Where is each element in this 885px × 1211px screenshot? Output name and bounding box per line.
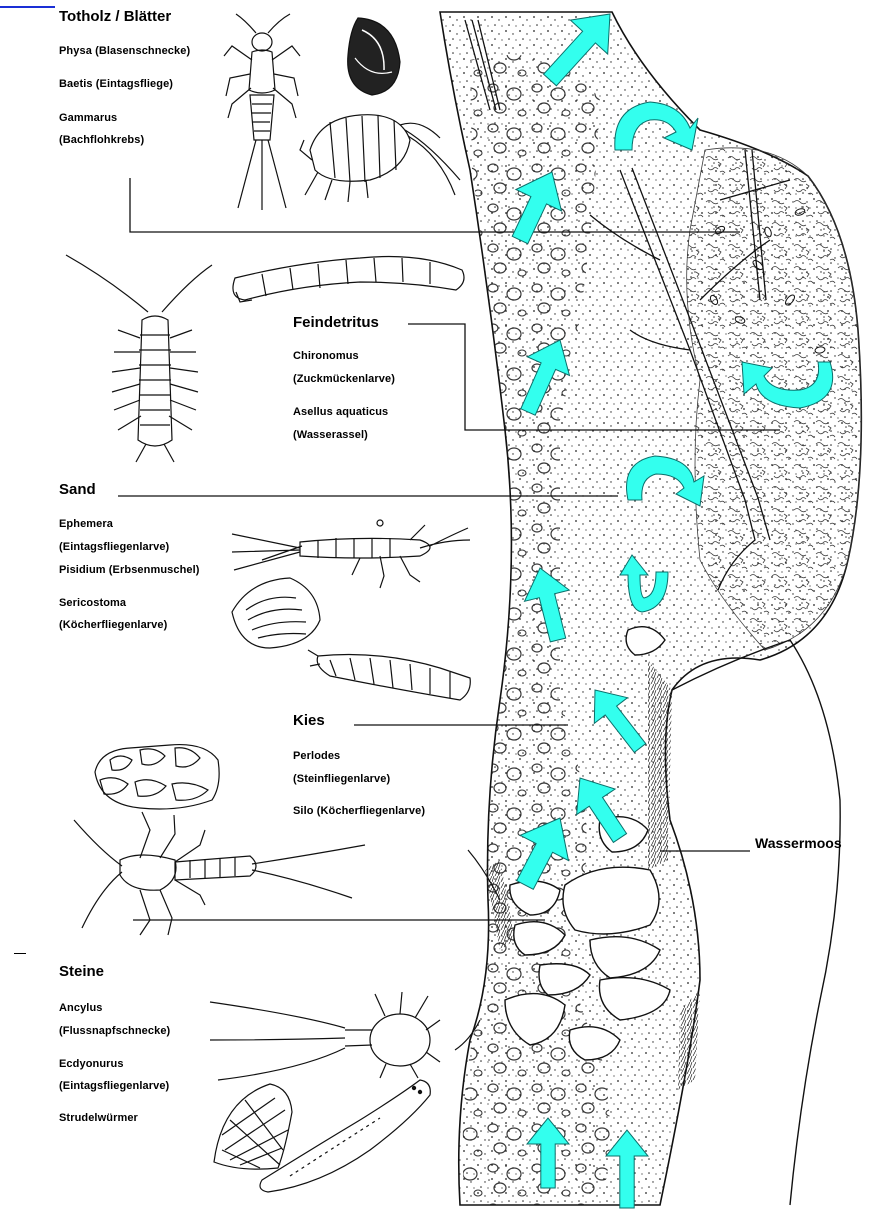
limpet-shell-icon: [214, 1084, 292, 1169]
burrowing-mayfly-icon: [232, 520, 470, 588]
species-label: (Wasserassel): [293, 430, 368, 441]
species-label: Silo (Köcherfliegenlarve): [293, 806, 425, 817]
mayfly-nymph-icon: [224, 14, 300, 210]
species-label: (Bachflohkrebs): [59, 135, 144, 146]
isopod-icon: [66, 255, 212, 462]
species-label: Strudelwürmer: [59, 1113, 138, 1124]
wassermoos-label: Wassermoos: [755, 836, 842, 850]
species-label: Ephemera: [59, 519, 113, 530]
zone-heading: Totholz / Blätter: [59, 9, 171, 24]
zone-heading: Feindetritus: [293, 315, 379, 330]
species-label: Pisidium (Erbsenmuschel): [59, 565, 200, 576]
species-label: Perlodes: [293, 751, 340, 762]
caddis-case-icon: [308, 650, 470, 700]
species-label: Baetis (Eintagsfliege): [59, 79, 173, 90]
species-label: Gammarus: [59, 113, 117, 124]
flatworm-icon: [260, 1080, 430, 1192]
species-label: Sericostoma: [59, 598, 126, 609]
species-label: (Köcherfliegenlarve): [59, 620, 167, 631]
zone-heading: Steine: [59, 964, 104, 979]
stonefly-nymph-icon: [74, 812, 365, 935]
caddis-stone-case-icon: [95, 745, 219, 809]
flat-mayfly-icon: [210, 992, 440, 1080]
amphipod-icon: [300, 115, 460, 202]
species-label: (Eintagsfliegenlarve): [59, 1081, 169, 1092]
species-label: (Eintagsfliegenlarve): [59, 542, 169, 553]
zone-heading: Kies: [293, 713, 325, 728]
species-label: Chironomus: [293, 351, 359, 362]
snail-shell-icon: [348, 18, 400, 95]
species-label: (Zuckmückenlarve): [293, 374, 395, 385]
species-label: Asellus aquaticus: [293, 407, 388, 418]
species-label: (Steinfliegenlarve): [293, 774, 390, 785]
zone-heading: Sand: [59, 482, 96, 497]
midge-larva-icon: [233, 257, 464, 303]
species-label: Ecdyonurus: [59, 1059, 124, 1070]
clam-shell-icon: [232, 578, 320, 648]
species-label: Physa (Blasenschnecke): [59, 46, 190, 57]
species-label: (Flussnapfschnecke): [59, 1026, 170, 1037]
species-label: Ancylus: [59, 1003, 103, 1014]
